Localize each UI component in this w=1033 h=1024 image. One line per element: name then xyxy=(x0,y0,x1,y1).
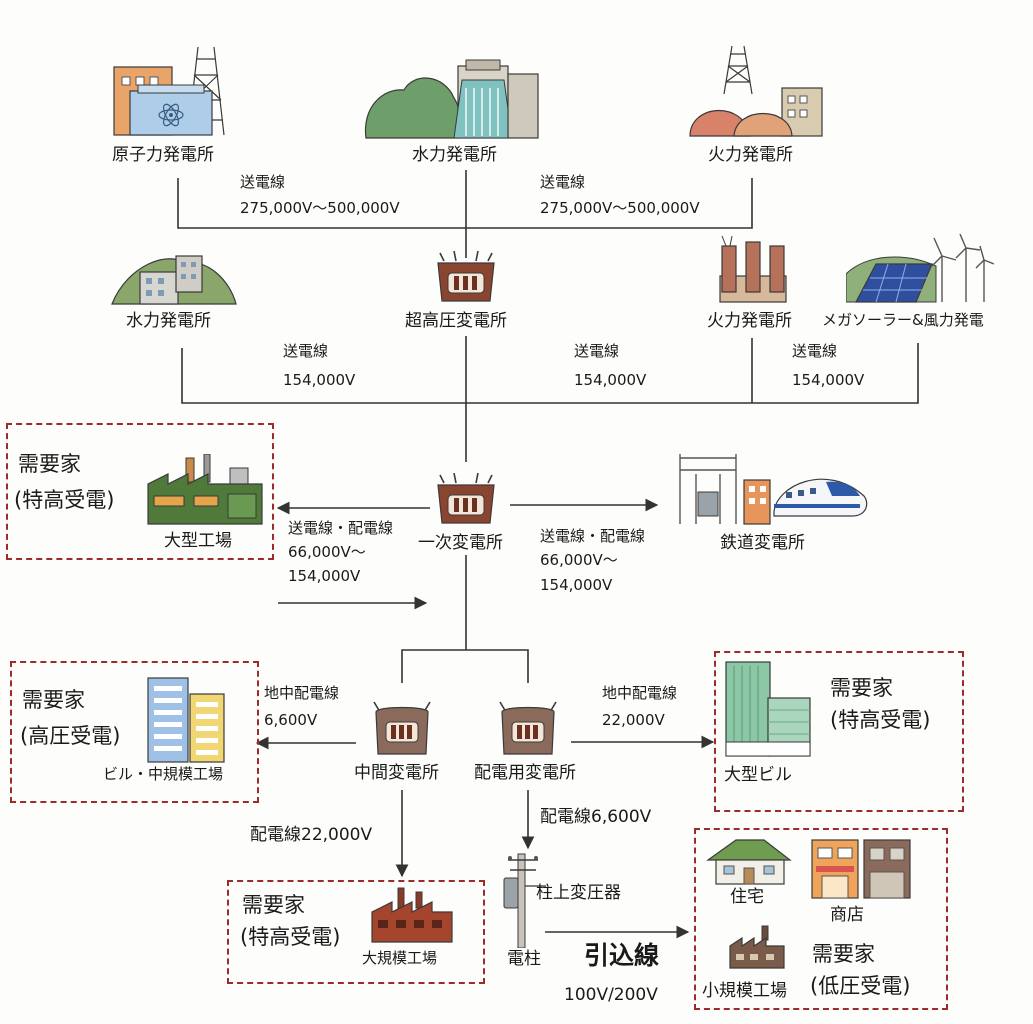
solar-wind-label: メガソーラー&風力発電 xyxy=(822,311,984,329)
railway-substation-label: 鉄道変電所 xyxy=(720,533,805,553)
line2-voltage: 154,000V xyxy=(574,371,647,389)
railway-substation-icon xyxy=(679,454,868,525)
hv-consumer-title: 需要家 xyxy=(22,688,85,712)
left-line-v2: 154,000V xyxy=(288,567,361,585)
thermal-chimney-icon xyxy=(719,236,787,303)
hydro-plant-label: 水力発電所 xyxy=(126,311,211,331)
solar-wind-icon xyxy=(846,234,994,303)
pole-transformer-label: 柱上変圧器 xyxy=(536,883,621,903)
eh-consumer-type: (特高受電) xyxy=(830,708,931,732)
large-scale-factory-label: 大規模工場 xyxy=(362,949,438,967)
service-drop-label: 引込線 xyxy=(584,941,660,970)
transformer-icon xyxy=(437,251,495,302)
left-line-name: 送電線・配電線 xyxy=(288,519,394,537)
mid-bus-line xyxy=(181,343,919,404)
hydro-plant-icon xyxy=(111,255,237,305)
ultra-substation-label: 超高圧変電所 xyxy=(405,311,507,331)
service-voltage-label: 100V/200V xyxy=(564,985,658,1005)
factory-consumer-type: (特高受電) xyxy=(240,925,341,949)
line3-name: 送電線 xyxy=(792,342,838,360)
office-building-icon xyxy=(147,677,225,763)
consumer-box-high-voltage xyxy=(10,661,259,803)
intermediate-transformer-icon xyxy=(373,701,431,755)
nuclear-plant-icon xyxy=(113,46,225,136)
left-line-v1: 66,000V〜 xyxy=(288,543,366,561)
nuclear-plant-label: 原子力発電所 xyxy=(112,145,214,165)
shop-label: 商店 xyxy=(830,905,864,925)
line-22000-label: 配電線22,000V xyxy=(250,825,373,845)
line-left-voltage: 275,000V〜500,000V xyxy=(240,199,400,217)
primary-transformer-icon xyxy=(437,473,495,524)
shop-icon xyxy=(811,839,911,899)
consumer-box-large-factory xyxy=(6,423,274,560)
line-right-name: 送電線 xyxy=(540,173,586,191)
fork-line xyxy=(401,649,529,683)
underground-left-name: 地中配電線 xyxy=(264,684,340,702)
underground-right-voltage: 22,000V xyxy=(602,711,665,729)
lv-consumer-title: 需要家 xyxy=(812,942,875,966)
large-building-label: 大型ビル xyxy=(724,765,792,785)
right-line-v1: 66,000V〜 xyxy=(540,551,618,569)
small-factory-label: 小規模工場 xyxy=(702,981,787,1001)
pole-label: 電柱 xyxy=(507,949,541,969)
utility-pole-icon xyxy=(503,853,546,948)
thermal-plant-icon xyxy=(689,45,823,137)
line-6600-label: 配電線6,600V xyxy=(540,807,652,827)
thermal-plant-top-label: 火力発電所 xyxy=(708,145,793,165)
large-building-icon xyxy=(725,661,811,757)
lv-consumer-type: (低圧受電) xyxy=(810,974,911,998)
distribution-substation-label: 配電用変電所 xyxy=(474,763,576,783)
small-factory-icon xyxy=(729,925,785,969)
hydro-dam-icon xyxy=(364,59,539,139)
large-scale-factory-icon xyxy=(371,887,453,943)
consumer-box-low-voltage xyxy=(694,828,948,1010)
consumer-box-large-building xyxy=(714,651,964,812)
line1-name: 送電線 xyxy=(283,342,329,360)
hv-consumer-site: ビル・中規模工場 xyxy=(103,765,224,783)
line3-voltage: 154,000V xyxy=(792,371,865,389)
line-right-voltage: 275,000V〜500,000V xyxy=(540,199,700,217)
consumer-box-large-factory-2 xyxy=(227,880,485,984)
house-icon xyxy=(706,839,792,885)
thermal-plant-label: 火力発電所 xyxy=(707,311,792,331)
large-factory-label: 大型工場 xyxy=(164,531,232,551)
line-left-name: 送電線 xyxy=(240,173,286,191)
house-label: 住宅 xyxy=(730,887,764,907)
consumer-type: (特高受電) xyxy=(14,488,115,512)
eh-consumer-title: 需要家 xyxy=(830,676,893,700)
large-factory-icon xyxy=(147,454,263,525)
line1-voltage: 154,000V xyxy=(283,371,356,389)
primary-substation-label: 一次変電所 xyxy=(418,533,503,553)
intermediate-substation-label: 中間変電所 xyxy=(354,763,439,783)
distribution-transformer-icon xyxy=(499,701,557,755)
right-line-name: 送電線・配電線 xyxy=(540,527,646,545)
underground-right-name: 地中配電線 xyxy=(602,684,678,702)
factory-consumer-title: 需要家 xyxy=(242,893,305,917)
hydro-plant-top-label: 水力発電所 xyxy=(412,145,497,165)
line2-name: 送電線 xyxy=(574,342,620,360)
right-line-v2: 154,000V xyxy=(540,576,613,594)
top-bus-line xyxy=(177,178,753,229)
consumer-title: 需要家 xyxy=(18,452,81,476)
underground-left-voltage: 6,600V xyxy=(264,711,318,729)
hv-consumer-type: (高圧受電) xyxy=(20,724,121,748)
